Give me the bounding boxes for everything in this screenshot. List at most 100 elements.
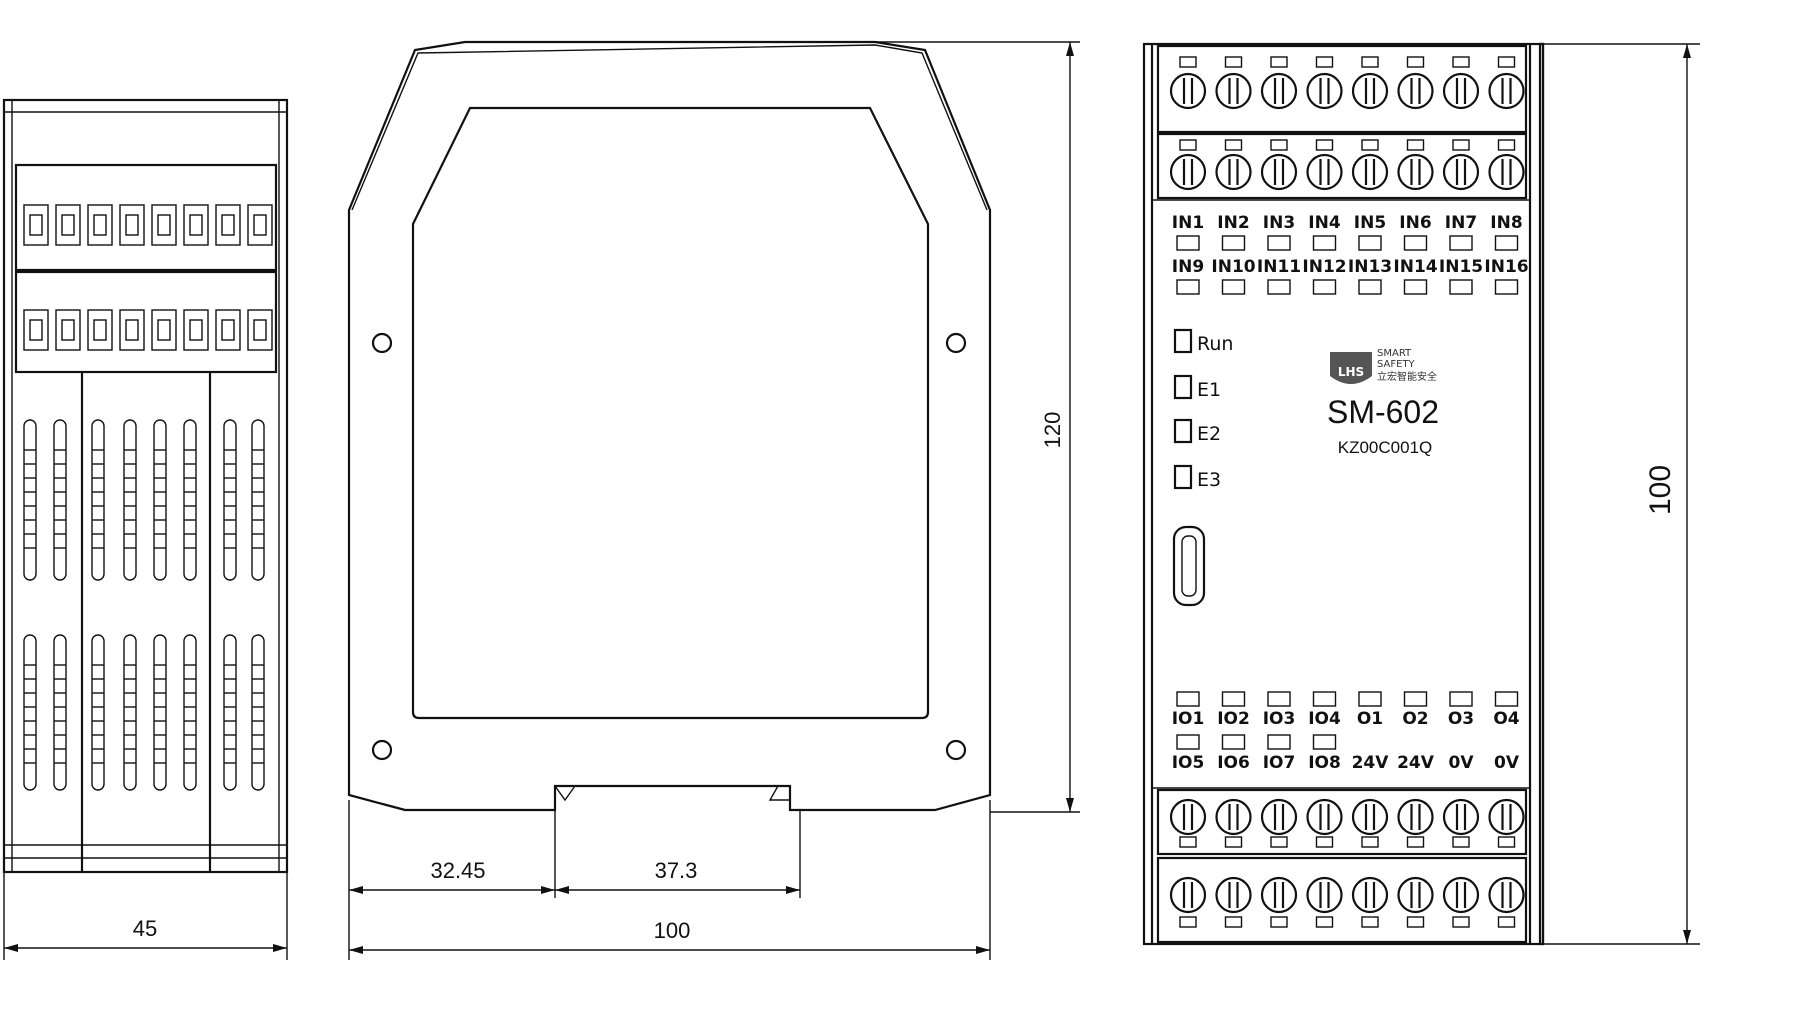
terminal-screw[interactable]: [1442, 798, 1480, 836]
vent-slot: [153, 634, 167, 791]
input-label: IN11: [1257, 257, 1301, 277]
side-terminal: [247, 204, 273, 246]
output-label: 24V: [1352, 753, 1390, 773]
input-led: [1221, 235, 1246, 251]
terminal-screw[interactable]: [1215, 153, 1252, 191]
segment-dimension-2: 37.3: [655, 858, 698, 883]
vent-slot: [183, 634, 197, 791]
terminal-screw[interactable]: [1215, 72, 1252, 110]
vent-slot: [251, 634, 265, 791]
vent-slot: [251, 419, 265, 581]
brand-smart: SMART: [1377, 348, 1412, 359]
terminal-screw[interactable]: [1215, 876, 1252, 914]
side-terminal: [87, 309, 113, 351]
side-terminal: [55, 204, 81, 246]
input-label: IN9: [1172, 257, 1204, 277]
terminal-screw[interactable]: [1306, 153, 1343, 191]
terminal-screw[interactable]: [1169, 72, 1207, 110]
side-terminal: [183, 309, 209, 351]
terminal-screw[interactable]: [1260, 798, 1298, 836]
terminal-screw[interactable]: [1260, 72, 1298, 110]
segment-dimension-1: 32.45: [430, 858, 485, 883]
output-led: [1312, 691, 1337, 707]
output-label: 0V: [1494, 753, 1520, 773]
output-label: IO5: [1172, 753, 1205, 773]
terminal-screw[interactable]: [1488, 153, 1525, 191]
output-led: [1312, 734, 1337, 750]
terminal-screw[interactable]: [1260, 153, 1298, 191]
terminal-screw[interactable]: [1351, 798, 1389, 836]
input-led: [1312, 279, 1337, 295]
terminal-screw[interactable]: [1397, 153, 1434, 191]
terminal-screw[interactable]: [1306, 798, 1343, 836]
terminal-screw[interactable]: [1351, 72, 1389, 110]
terminal-screw[interactable]: [1351, 876, 1389, 914]
input-led: [1449, 235, 1473, 251]
status-led: [1173, 328, 1193, 354]
input-label: IN7: [1445, 213, 1477, 233]
status-led-label: E1: [1197, 379, 1221, 401]
model-code: KZ00C001Q: [1338, 438, 1433, 457]
terminal-screw[interactable]: [1442, 153, 1480, 191]
input-led: [1312, 235, 1337, 251]
status-led: [1173, 418, 1193, 444]
input-led: [1358, 235, 1382, 251]
terminal-screw[interactable]: [1442, 876, 1480, 914]
output-label: IO8: [1308, 753, 1341, 773]
side-terminal: [183, 204, 209, 246]
input-led: [1221, 279, 1246, 295]
output-label: O3: [1448, 709, 1474, 729]
output-led: [1358, 691, 1382, 707]
terminal-screw[interactable]: [1397, 798, 1434, 836]
side-terminal: [23, 309, 49, 351]
input-label: IN1: [1172, 213, 1204, 233]
terminal-screw[interactable]: [1488, 798, 1525, 836]
input-label: IN3: [1263, 213, 1295, 233]
input-label: IN16: [1484, 257, 1528, 277]
terminal-screw[interactable]: [1442, 72, 1480, 110]
output-led: [1267, 734, 1291, 750]
output-led: [1449, 691, 1473, 707]
input-label: IN5: [1354, 213, 1386, 233]
terminal-screw[interactable]: [1306, 72, 1343, 110]
terminal-screw[interactable]: [1169, 798, 1207, 836]
terminal-screw[interactable]: [1169, 876, 1207, 914]
terminal-screw[interactable]: [1397, 876, 1434, 914]
output-led: [1221, 691, 1246, 707]
terminal-screw[interactable]: [1351, 153, 1389, 191]
vent-slot: [91, 419, 105, 581]
status-led-label: E3: [1197, 469, 1221, 491]
terminal-screw[interactable]: [1397, 72, 1434, 110]
output-label: IO3: [1263, 709, 1296, 729]
vent-slot: [53, 419, 67, 581]
input-label: IN6: [1399, 213, 1431, 233]
brand-safety: SAFETY: [1377, 359, 1416, 370]
terminal-screw[interactable]: [1306, 876, 1343, 914]
terminal-screw[interactable]: [1488, 72, 1525, 110]
input-led: [1358, 279, 1382, 295]
input-label: IN2: [1217, 213, 1249, 233]
terminal-screw[interactable]: [1488, 876, 1525, 914]
vent-slot: [53, 634, 67, 791]
terminal-screw[interactable]: [1260, 876, 1298, 914]
output-label: IO1: [1172, 709, 1205, 729]
side-terminal: [151, 309, 177, 351]
terminal-screw[interactable]: [1215, 798, 1252, 836]
side-terminal: [247, 309, 273, 351]
output-led: [1176, 691, 1200, 707]
side-terminal: [23, 204, 49, 246]
output-label: IO2: [1217, 709, 1250, 729]
output-led: [1221, 734, 1246, 750]
side-terminal: [151, 204, 177, 246]
input-led: [1494, 235, 1519, 251]
vent-slot: [223, 634, 237, 791]
panel-height-dimension: 100: [1644, 465, 1677, 515]
side-terminal: [215, 309, 241, 351]
side-view: 45: [2, 98, 289, 960]
terminal-screw[interactable]: [1169, 153, 1207, 191]
output-label: IO6: [1217, 753, 1250, 773]
input-led: [1403, 279, 1428, 295]
vent-slot: [23, 419, 37, 581]
